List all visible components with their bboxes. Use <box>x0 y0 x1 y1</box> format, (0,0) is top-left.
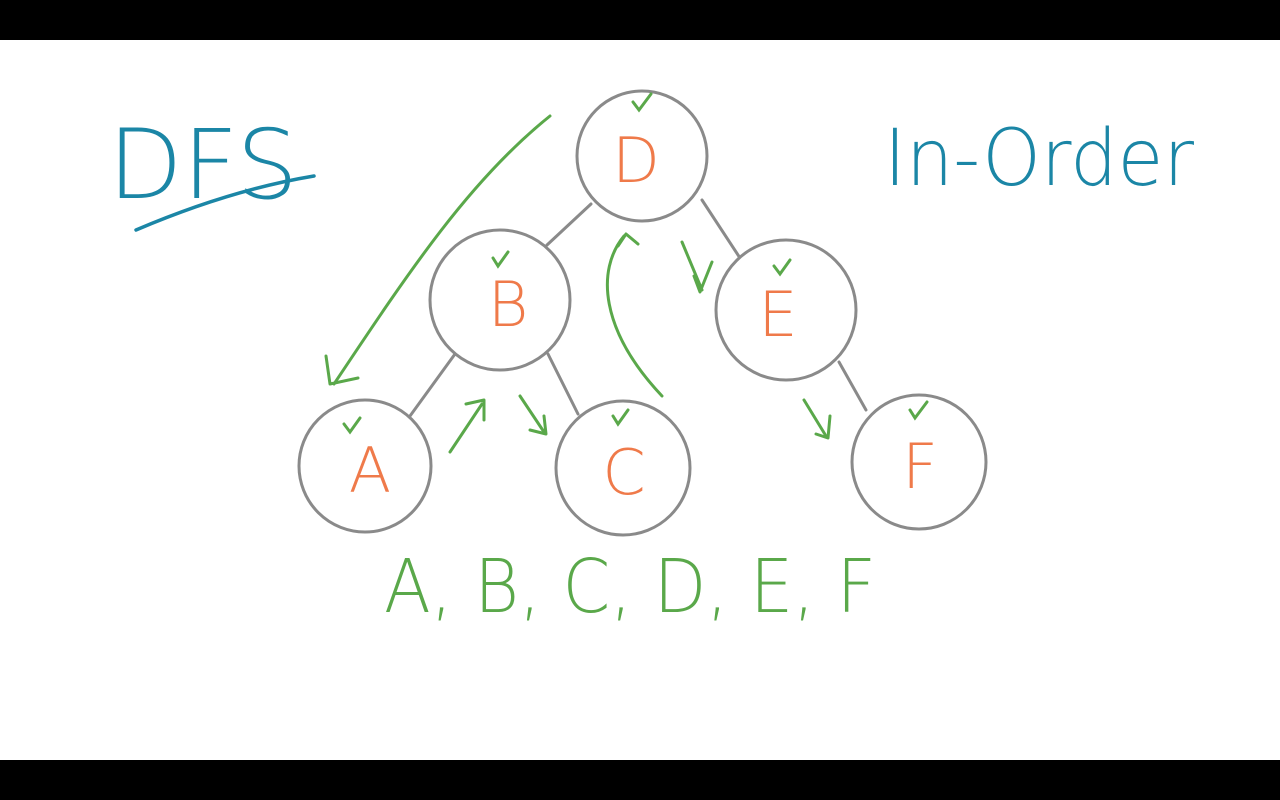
node-d: D <box>575 89 709 223</box>
node-e-label: E <box>758 278 797 351</box>
traversal-order-text: A, B, C, D, E, F <box>384 544 876 630</box>
node-f: F <box>850 393 988 531</box>
node-d-label: D <box>612 124 660 197</box>
arrow-b-to-c <box>518 394 546 434</box>
node-c: C <box>554 399 692 537</box>
whiteboard: DFS In-Order D B E A <box>0 40 1280 760</box>
node-b-label: B <box>488 268 529 341</box>
node-c-label: C <box>602 436 645 509</box>
arrowhead-icon <box>464 398 486 422</box>
arrow-e-to-f <box>802 398 828 438</box>
arrowhead-icon <box>324 354 360 386</box>
arrow-c-to-d <box>605 234 664 398</box>
node-e: E <box>714 238 858 382</box>
edge-b-c <box>546 352 580 416</box>
tree-diagram: DFS In-Order D B E A <box>108 89 1194 630</box>
arrow-down-to-a <box>332 114 552 386</box>
check-icon <box>772 258 792 277</box>
arrow-d-to-e <box>680 240 704 292</box>
edge-b-a <box>408 352 457 418</box>
check-icon <box>631 92 653 113</box>
arrowhead-icon <box>814 414 832 440</box>
node-f-label: F <box>902 430 938 503</box>
letterbox-bottom <box>0 760 1280 800</box>
subtitle-in-order: In-Order <box>884 114 1194 204</box>
arrow-a-to-b <box>448 402 484 454</box>
edge-d-e <box>700 198 742 260</box>
check-icon <box>491 250 510 269</box>
node-b: B <box>428 228 572 372</box>
arrowhead-icon <box>616 232 640 248</box>
check-icon <box>342 416 362 435</box>
check-icon <box>611 408 630 427</box>
node-a: A <box>297 398 433 534</box>
title-underline <box>134 174 316 232</box>
title-dfs: DFS <box>108 109 298 221</box>
edge-e-f <box>837 360 868 412</box>
node-a-label: A <box>349 434 391 507</box>
check-icon <box>908 400 929 421</box>
letterbox-top <box>0 0 1280 40</box>
arrowhead-icon <box>692 260 714 294</box>
arrowhead-icon <box>528 414 548 436</box>
edge-d-b <box>545 202 593 247</box>
